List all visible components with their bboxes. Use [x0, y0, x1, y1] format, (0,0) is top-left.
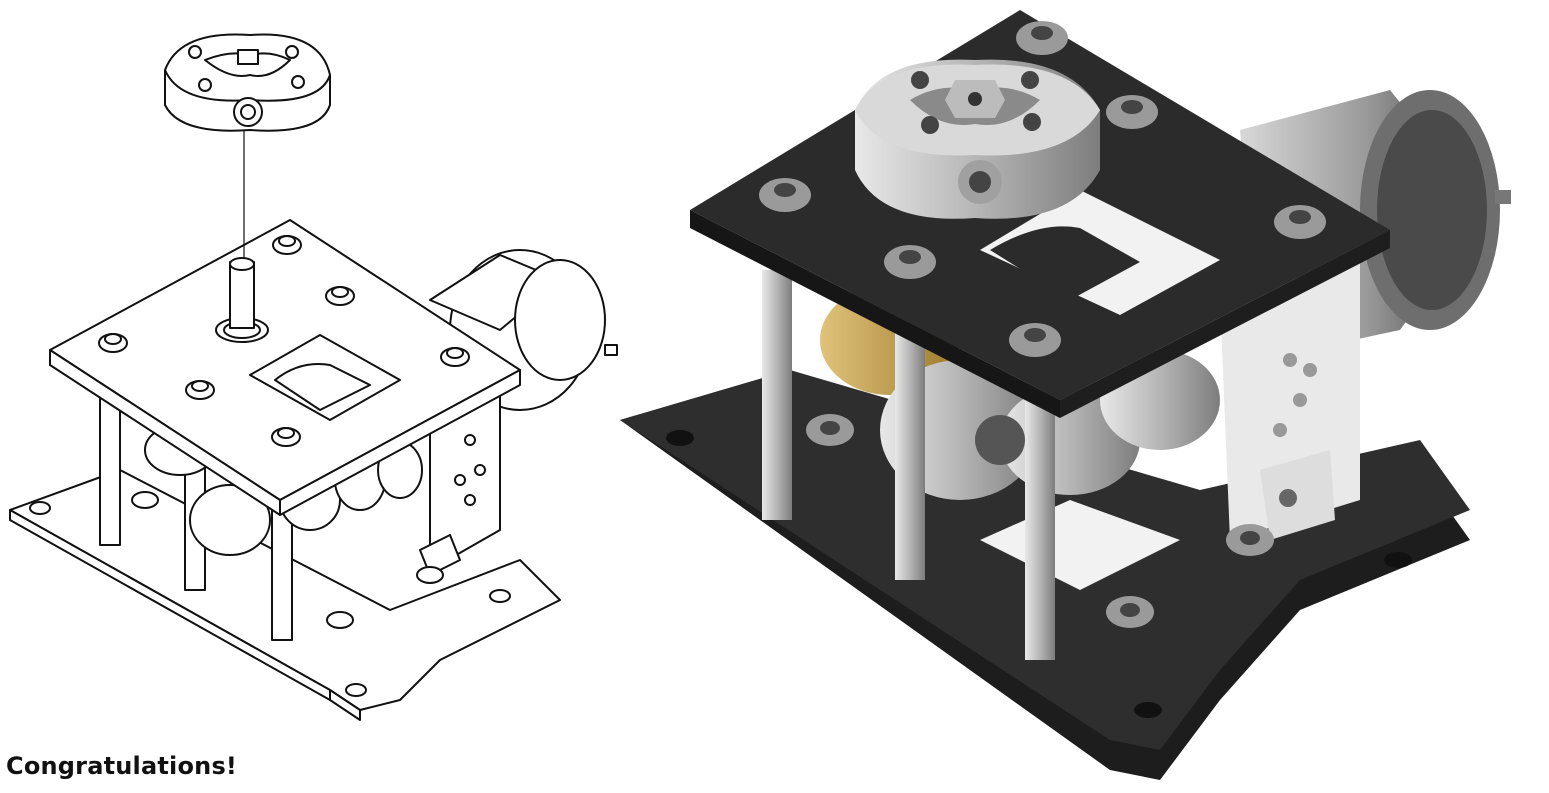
- coupler-hub: [855, 59, 1100, 219]
- congratulations-caption: Congratulations!: [6, 752, 238, 780]
- top-plate-screws: [98, 235, 470, 447]
- top-plate-screws: [759, 21, 1326, 357]
- output-shaft: [215, 257, 269, 343]
- coupler-hub: [164, 33, 331, 132]
- line-art-assembly-drawing: [9, 33, 618, 721]
- side-bracket: [1220, 260, 1360, 540]
- side-bracket: [419, 359, 501, 576]
- top-plate: [49, 219, 521, 516]
- shaded-assembly-render: [620, 10, 1511, 780]
- base-plate-screws: [131, 491, 444, 629]
- base-plate-screws: [806, 414, 1274, 628]
- standoffs: [762, 270, 1055, 660]
